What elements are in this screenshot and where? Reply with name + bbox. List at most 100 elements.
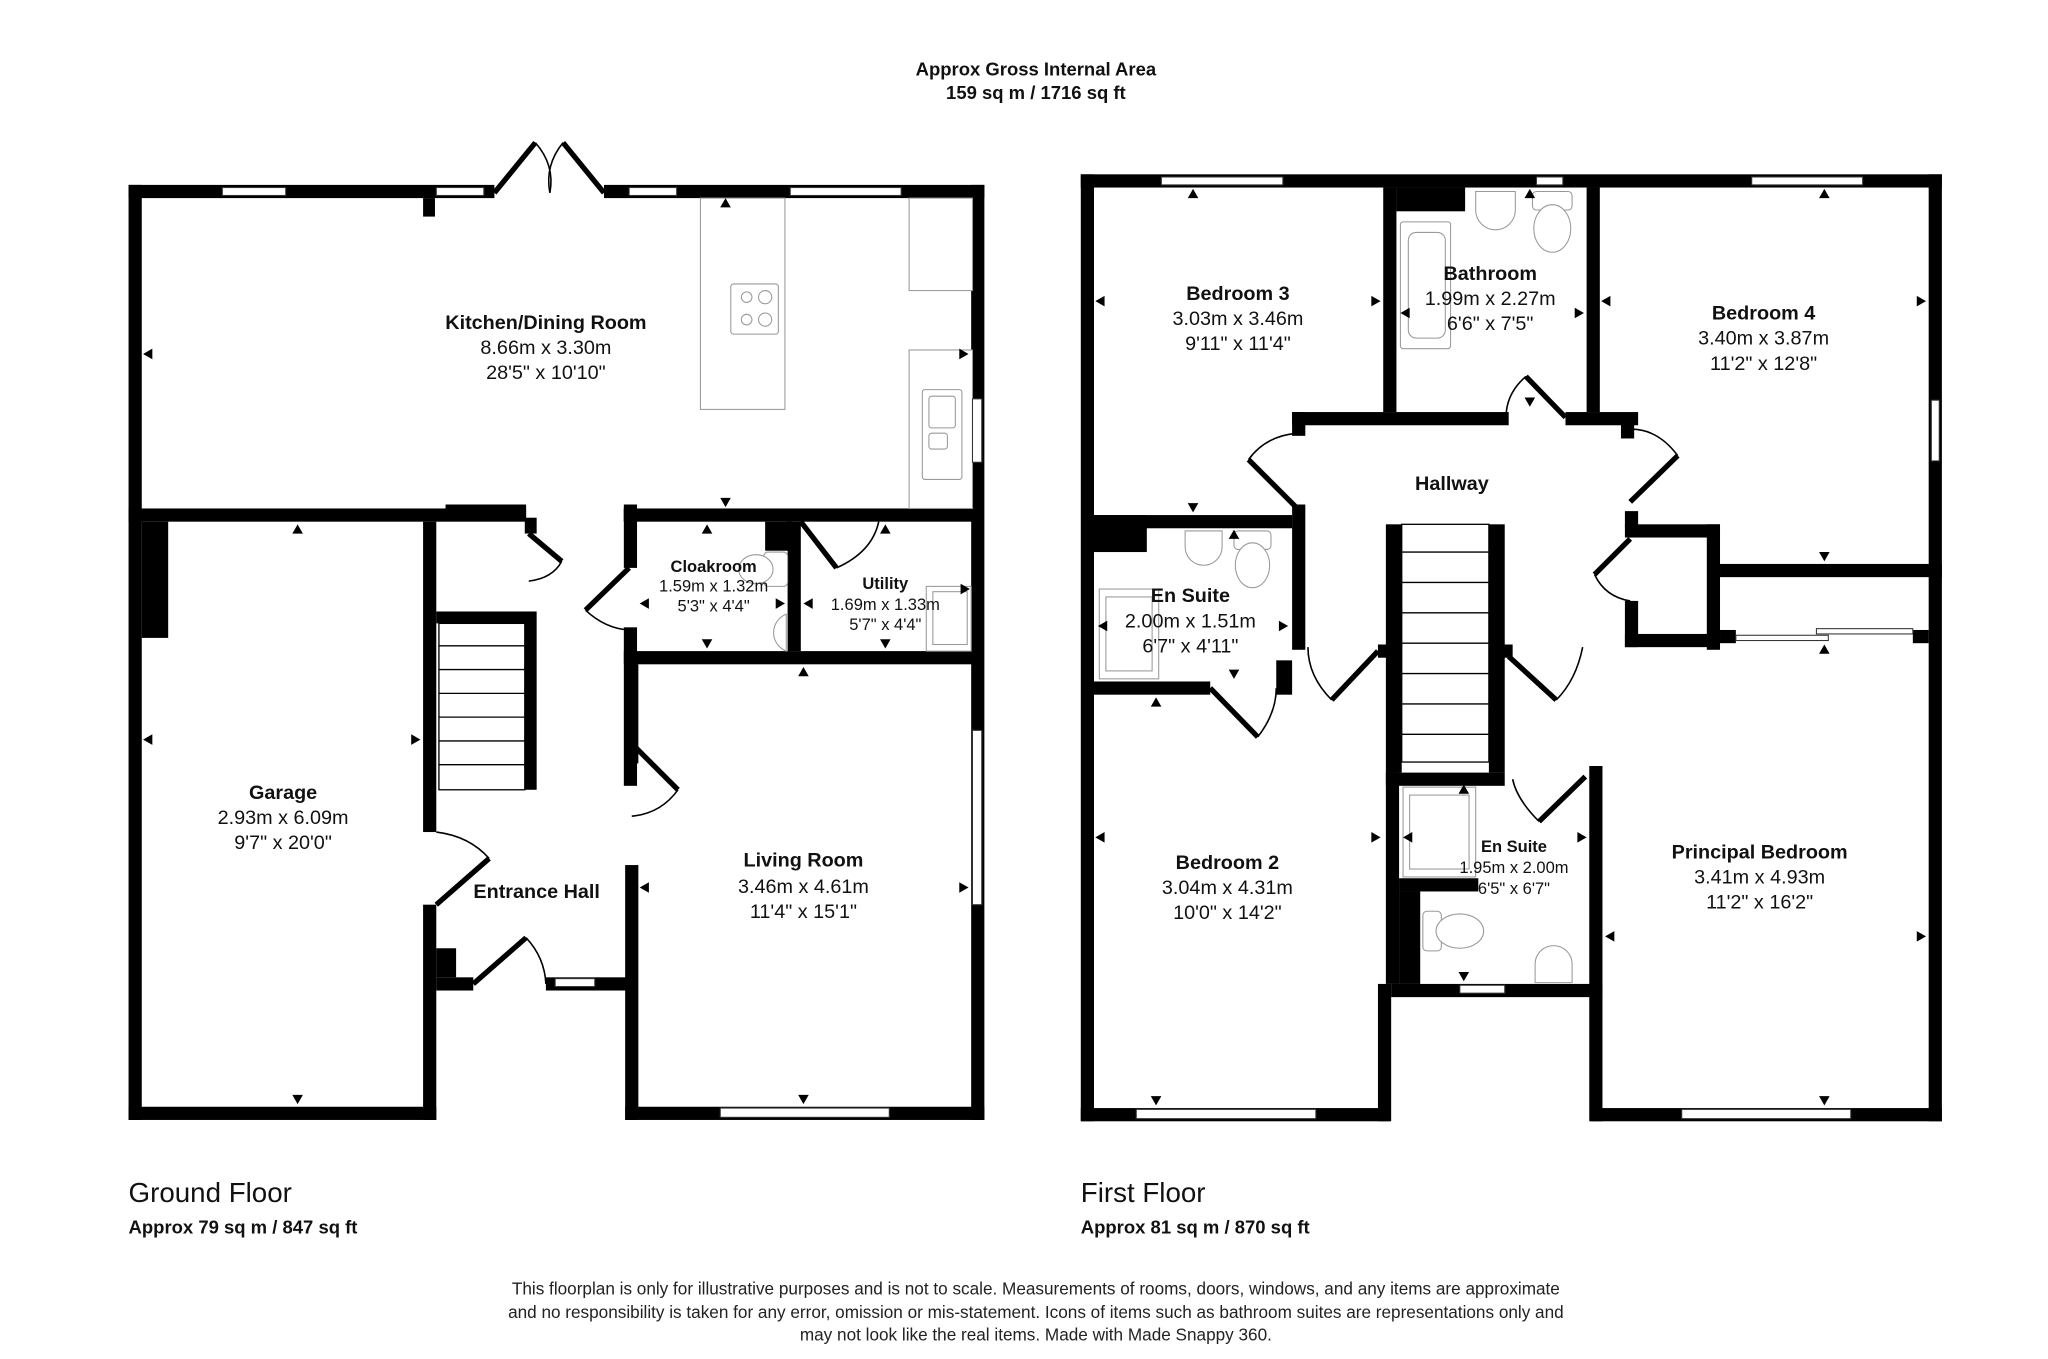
first-floor-plan: Bedroom 3 3.03m x 3.46m 9'11" x 11'4" Ba… — [1080, 174, 1942, 1122]
first-floor-caption: First Floor Approx 81 sq m / 870 sq ft — [1081, 1177, 1310, 1238]
wall — [1383, 187, 1397, 413]
window — [1459, 984, 1506, 994]
wall — [1385, 772, 1505, 786]
wall — [1706, 524, 1721, 650]
front-door — [471, 935, 547, 986]
window — [719, 1107, 890, 1118]
svg-text:3.04m x 4.31m: 3.04m x 4.31m — [1162, 877, 1293, 899]
wall — [445, 504, 527, 518]
header-title: Approx Gross Internal Area — [916, 58, 1157, 79]
wall — [436, 977, 474, 991]
wall — [1080, 174, 1942, 188]
svg-text:Utility: Utility — [862, 575, 909, 593]
room-bathroom: Bathroom 1.99m x 2.27m 6'6" x 7'5" — [1425, 263, 1556, 335]
window — [1160, 176, 1284, 186]
wall — [128, 184, 142, 1120]
svg-text:11'4" x 15'1": 11'4" x 15'1" — [750, 901, 857, 923]
svg-text:First Floor: First Floor — [1081, 1177, 1206, 1208]
wall — [1624, 633, 1721, 648]
wall — [1589, 766, 1603, 1122]
wall — [128, 184, 495, 199]
svg-text:3.46m x 4.61m: 3.46m x 4.61m — [738, 876, 869, 898]
wall — [765, 521, 792, 551]
window — [789, 187, 902, 196]
wall — [423, 521, 437, 833]
wall — [524, 517, 537, 534]
svg-text:Bedroom 2: Bedroom 2 — [1176, 852, 1279, 874]
basin-icon — [1534, 945, 1573, 984]
wall — [1720, 563, 1942, 578]
svg-text:Living Room: Living Room — [744, 849, 864, 871]
wall — [623, 651, 981, 665]
wardrobe-sliding-doors — [1735, 628, 1914, 642]
hob-icon — [730, 283, 779, 335]
room-cloakroom: Cloakroom 1.59m x 1.32m 5'3" x 4'4" — [659, 558, 768, 616]
room-bedroom-3: Bedroom 3 3.03m x 3.46m 9'11" x 11'4" — [1172, 283, 1303, 355]
svg-text:2.93m x 6.09m: 2.93m x 6.09m — [218, 807, 349, 829]
cupboard-door — [1592, 536, 1633, 602]
svg-text:6'5" x 6'7": 6'5" x 6'7" — [1478, 880, 1550, 898]
svg-text:and no responsibility is taken: and no responsibility is taken for any e… — [508, 1302, 1564, 1322]
wall — [1396, 187, 1466, 212]
room-hallway: Hallway — [1415, 473, 1489, 495]
toilet-icon — [1233, 530, 1272, 589]
wall — [436, 611, 536, 624]
svg-text:3.03m x 3.46m: 3.03m x 3.46m — [1172, 308, 1303, 330]
svg-text:Bedroom 3: Bedroom 3 — [1186, 283, 1289, 305]
wall — [623, 508, 981, 522]
room-en-suite-1: En Suite 2.00m x 1.51m 6'7" x 4'11" — [1125, 585, 1256, 657]
wall — [1624, 511, 1639, 527]
wall — [1586, 187, 1600, 413]
svg-text:1.95m x 2.00m: 1.95m x 2.00m — [1459, 859, 1568, 877]
svg-text:En Suite: En Suite — [1481, 838, 1547, 856]
svg-text:11'2" x 16'2": 11'2" x 16'2" — [1706, 892, 1813, 914]
window — [971, 398, 983, 463]
wall — [1399, 891, 1421, 984]
wall — [1928, 174, 1942, 1122]
wall — [423, 198, 435, 217]
sink-icon — [921, 389, 963, 480]
window — [221, 187, 287, 196]
utility-door — [798, 520, 880, 570]
toilet-icon — [1531, 190, 1573, 253]
wall — [1080, 174, 1094, 1122]
wall — [1385, 772, 1400, 984]
svg-text:Principal Bedroom: Principal Bedroom — [1672, 841, 1848, 863]
svg-text:1.59m x 1.32m: 1.59m x 1.32m — [659, 578, 768, 596]
window — [1135, 1108, 1317, 1120]
wall — [1720, 629, 1736, 644]
gross-area-header: Approx Gross Internal Area 159 sq m / 17… — [916, 58, 1157, 103]
ground-floor-caption: Ground Floor Approx 79 sq m / 847 sq ft — [129, 1177, 358, 1238]
svg-text:28'5" x 10'10": 28'5" x 10'10" — [486, 362, 606, 384]
svg-text:Garage: Garage — [249, 782, 317, 804]
wall — [1377, 644, 1392, 658]
svg-text:5'7" x 4'4": 5'7" x 4'4" — [849, 616, 921, 634]
svg-text:1.69m x 1.33m: 1.69m x 1.33m — [831, 596, 940, 614]
room-garage: Garage 2.93m x 6.09m 9'7" x 20'0" — [218, 782, 349, 854]
wall — [1093, 681, 1211, 695]
svg-text:11'2" x 12'8": 11'2" x 12'8" — [1710, 353, 1817, 375]
wall — [787, 521, 801, 652]
svg-text:6'7" x 4'11": 6'7" x 4'11" — [1142, 635, 1238, 657]
dimension-arrows — [143, 198, 970, 1105]
wall — [1499, 644, 1513, 658]
french-doors — [492, 140, 607, 195]
wall — [128, 508, 527, 522]
bath-icon — [1399, 221, 1452, 350]
wall — [1624, 524, 1721, 538]
basin-icon — [773, 613, 787, 652]
svg-text:Kitchen/Dining Room: Kitchen/Dining Room — [445, 312, 646, 334]
cloakroom-door — [583, 566, 631, 631]
svg-text:Approx 81 sq m / 870 sq ft: Approx 81 sq m / 870 sq ft — [1081, 1217, 1310, 1238]
room-bedroom-2: Bedroom 2 3.04m x 4.31m 10'0" x 14'2" — [1162, 852, 1293, 924]
window — [435, 187, 485, 196]
wall — [141, 521, 169, 638]
ground-floor-plan: Kitchen/Dining Room 8.66m x 3.30m 28'5" … — [128, 140, 985, 1120]
window — [1535, 176, 1564, 186]
wall — [1620, 419, 1635, 439]
shower-icon — [925, 585, 972, 652]
wall — [623, 508, 638, 568]
svg-text:5'3" x 4'4": 5'3" x 4'4" — [678, 597, 750, 615]
window — [1751, 176, 1864, 186]
